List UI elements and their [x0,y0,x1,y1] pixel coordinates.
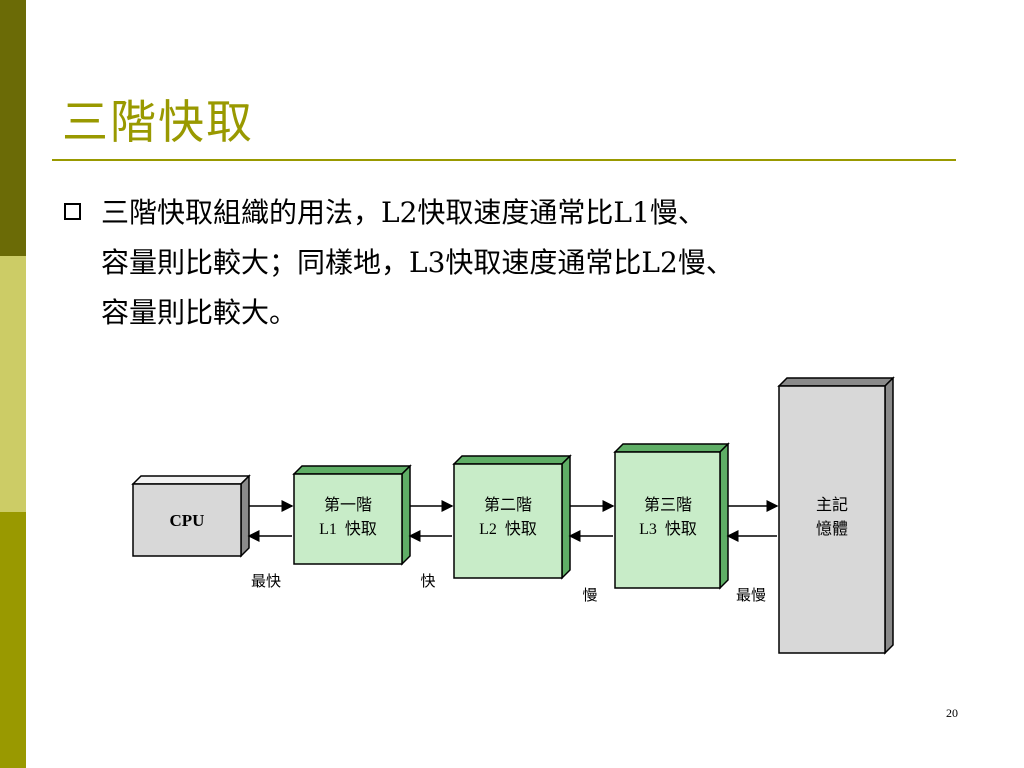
speed-label-fast: 快 [420,573,435,590]
bullet-line-2: 容量則比較大；同樣地，L3快取速度通常比L2慢、 [101,246,734,279]
square-bullet-icon [64,203,81,220]
l1-cache-line1: 第一階 [324,496,372,514]
main-memory-box: 主記 憶體 [777,376,895,655]
memory-line2: 憶體 [816,520,848,538]
l3-cache-box: 第三階 L3 快取 [613,442,730,590]
l2-cache-line2: L2 快取 [479,520,537,538]
cpu-label: CPU [170,511,205,530]
l1-cache-line2: L1 快取 [319,520,377,538]
bullet-line-1: 三階快取組織的用法，L2快取速度通常比L1慢、 [101,196,706,229]
bullet-line-3: 容量則比較大。 [101,296,298,329]
l2-cache-box: 第二階 L2 快取 [452,454,572,580]
speed-label-fastest: 最快 [251,573,281,590]
l3-cache-line1: 第三階 [644,496,692,514]
sidebar-stripe-bottom [0,512,26,768]
memory-line1: 主記 [816,496,848,514]
l3-cache-line2: L3 快取 [639,520,697,538]
speed-label-slow: 慢 [582,587,597,604]
cpu-box: CPU [131,474,251,558]
title-divider [52,159,956,161]
sidebar-stripe-middle [0,256,26,512]
cache-hierarchy-diagram: CPU 第一階 L1 快取 第二階 L2 快取 第三階 L3 快取 主記 憶體 [131,376,895,655]
sidebar-stripe-top [0,0,26,256]
l1-cache-box: 第一階 L1 快取 [292,464,412,566]
l2-cache-line1: 第二階 [484,496,532,514]
page-number: 20 [946,706,958,720]
speed-label-slowest: 最慢 [736,587,766,604]
slide-title: 三階快取 [62,95,254,149]
bullet-text: 三階快取組織的用法，L2快取速度通常比L1慢、 容量則比較大；同樣地，L3快取速… [101,188,1001,338]
